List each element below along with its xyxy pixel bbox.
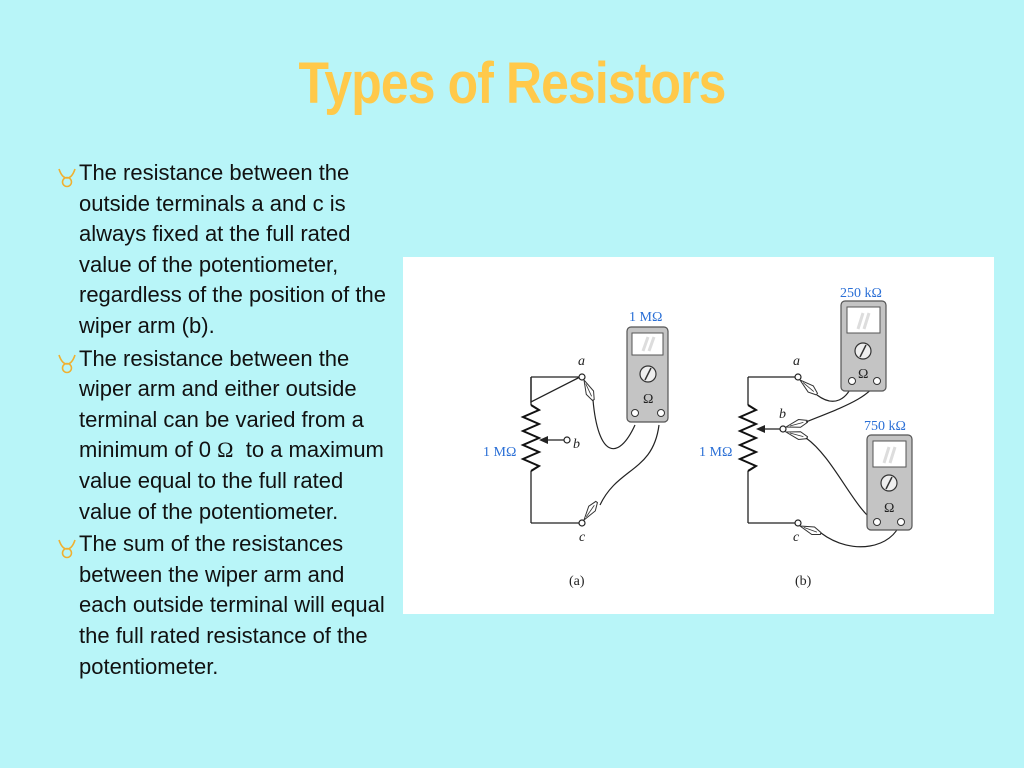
ohmmeter-b-top [840,300,887,392]
bullet-item: The resistance between the wiper arm and… [56,344,396,528]
panel-a: 1 MΩ Ω 1 MΩ a b c (a) [483,310,669,589]
meter-a-unit: Ω [643,392,653,407]
pot-b-label: 1 MΩ [699,445,732,460]
terminal-b-label: b [779,407,786,422]
potentiometer-resistor [737,404,759,472]
bullet-item: The resistance between the outside termi… [56,158,396,342]
bullet-text: The resistance between the wiper arm and… [79,345,364,463]
caption-b: (b) [795,574,812,589]
terminal-b-label: b [573,437,580,452]
terminal-c-label: c [579,530,586,545]
terminal-c-label: c [793,530,800,545]
taurus-symbol-icon [58,168,76,188]
taurus-symbol-icon [58,354,76,373]
terminal-a-label: a [578,354,585,369]
bullet-text: The sum of the resistances between the w… [79,531,385,679]
meter-b-top-unit: Ω [858,367,868,382]
pot-a-label: 1 MΩ [483,445,516,460]
terminal-a-label: a [793,354,800,369]
bullet-item: The sum of the resistances between the w… [56,529,396,682]
meter-b-bottom-unit: Ω [884,501,894,516]
potentiometer-diagram: 1 MΩ Ω 1 MΩ a b c (a) [483,286,913,589]
bullet-text: The resistance between the outside termi… [79,160,386,338]
potentiometer-figure: 1 MΩ Ω 1 MΩ a b c (a) [403,257,994,614]
meter-b-bottom-label: 750 kΩ [864,419,906,434]
meter-a-label: 1 MΩ [629,310,662,325]
ohmmeter-a [626,326,669,423]
taurus-symbol-icon [58,539,76,559]
potentiometer-resistor [520,404,542,472]
ohmmeter-b-bottom [866,434,913,531]
caption-a: (a) [569,574,585,589]
slide-title: Types of Resistors [298,51,726,116]
panel-b: 250 kΩ 750 kΩ Ω Ω 1 MΩ a b c (b) [699,286,913,589]
omega-symbol: Ω [217,437,234,463]
bullet-text-continued: to a maximum value equal to the full rat… [79,437,391,524]
meter-b-top-label: 250 kΩ [840,286,882,301]
bullet-list: The resistance between the outside termi… [56,158,396,684]
